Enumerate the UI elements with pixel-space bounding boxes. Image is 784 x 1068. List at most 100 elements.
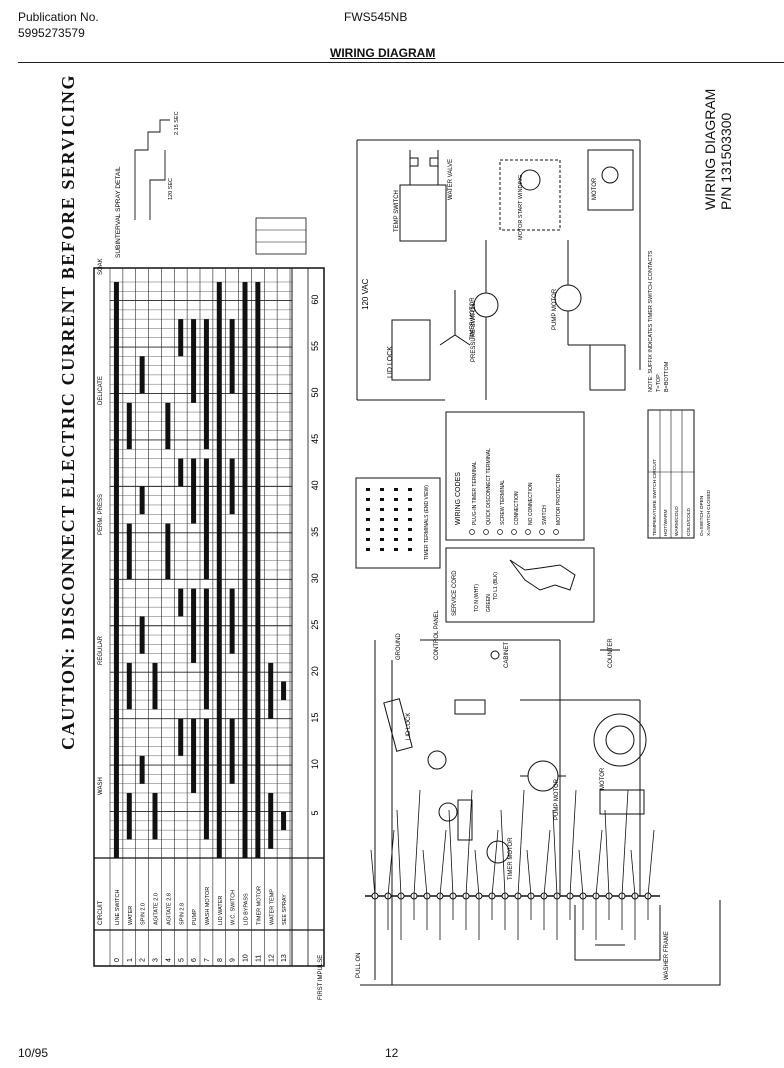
publication-label: Publication No. <box>18 10 99 24</box>
chart-on-bar <box>203 588 209 710</box>
service-cord-title: SERVICE CORD <box>452 570 458 616</box>
timer-terminal-pin <box>380 518 384 521</box>
pictorial-labels: GROUND CONTROL PANEL COUNTER CABINET LID… <box>356 609 670 980</box>
harness-lead <box>465 789 473 897</box>
chart-tick-label: 45 <box>310 434 320 444</box>
timer-terminals-box: TIMER TERMINALS (END VIEW) <box>355 477 441 569</box>
chart-on-bar <box>255 282 261 858</box>
chart-column-header: PERM. PRESS <box>98 494 104 535</box>
chart-on-bar <box>281 681 287 701</box>
chart-on-bar <box>139 486 145 515</box>
chart-on-bar <box>229 458 235 515</box>
first-impulse-label: FIRST IMPULSE <box>318 955 324 1000</box>
chart-on-bar <box>191 718 197 793</box>
chart-on-bar <box>152 792 158 840</box>
note-bottom: B=BOTTOM <box>664 361 670 392</box>
chart-tick-label: 10 <box>310 759 320 769</box>
chart-row-label: LID BYPASS <box>244 893 250 925</box>
note-top: T=TOP <box>656 374 662 392</box>
timer-terminal-pin <box>366 498 370 501</box>
wiring-code-symbol <box>553 529 559 535</box>
chart-tick-label: 55 <box>310 341 320 351</box>
timer-terminal-pin <box>408 498 412 501</box>
chart-on-bar <box>216 282 222 858</box>
chart-on-bar <box>139 755 145 784</box>
chart-row-number: 3 <box>153 958 160 962</box>
chart-on-bar <box>165 523 171 580</box>
timer-terminal-pin <box>394 488 398 491</box>
wiring-code-item: QUICK DISCONNECT TERMINAL <box>486 448 492 525</box>
chart-row-label: AGITATE 2.8 <box>166 893 172 925</box>
chart-tick-label: 50 <box>310 387 320 397</box>
chart-row-number: 7 <box>204 958 211 962</box>
chart-row-label: WASH MOTOR <box>205 887 211 925</box>
harness-lead <box>422 849 428 897</box>
chart-row-label: SEE SPRAY <box>282 894 288 925</box>
timer-terminal-pin <box>394 518 398 521</box>
chart-row-number: 11 <box>255 955 262 962</box>
chart-on-bar <box>281 811 287 831</box>
timer-terminal-pin <box>366 528 370 531</box>
harness-lead <box>500 809 506 897</box>
pictorial-wiring <box>360 639 721 986</box>
harness-lead <box>370 849 376 897</box>
harness-lead <box>413 789 421 897</box>
chart-column-header: DELICATE <box>98 376 104 405</box>
chart-tick-label: 30 <box>310 573 320 583</box>
harness-lead <box>517 789 525 897</box>
chart-on-bar <box>126 402 132 450</box>
timer-terminal-pin <box>380 498 384 501</box>
chart-on-bar <box>178 588 184 617</box>
chart-on-bar <box>126 792 132 840</box>
harness-lead <box>552 809 558 897</box>
chart-row-number: 12 <box>268 954 275 962</box>
temp-row-2: WARM/COLD <box>674 506 680 536</box>
chart-row-number: 1 <box>127 958 134 962</box>
chart-on-bar <box>178 458 184 487</box>
wiring-code-symbol <box>469 529 475 535</box>
chart-row-number: 6 <box>191 958 198 962</box>
harness-lead <box>526 849 532 897</box>
wiring-code-item: CONNECTION <box>514 491 520 525</box>
spray-c-label: 2.15 SEC <box>174 111 180 135</box>
temp-legend-open: O=SWITCH OPEN <box>699 495 705 536</box>
chart-row-label: WATER <box>128 906 134 925</box>
chart-on-bar <box>126 523 132 580</box>
chart-column-header: SOAK <box>98 258 104 275</box>
ladder-schematic <box>356 139 641 401</box>
chart-row-number: 0 <box>114 958 121 962</box>
temp-row-3: COLD/COLD <box>686 507 692 536</box>
counter-label: COUNTER <box>608 638 614 668</box>
harness-lead <box>569 789 577 897</box>
timer-terminal-pin <box>408 508 412 511</box>
chart-row-label: AGITATE 2.0 <box>154 893 160 925</box>
chart-on-bar <box>242 282 248 858</box>
supply-label: 120 VAC <box>361 278 370 310</box>
motor-lower-label: MOTOR <box>600 767 606 790</box>
harness-lead <box>578 849 584 897</box>
chart-on-bar <box>191 588 197 663</box>
timer-terminal-pin <box>380 548 384 551</box>
temp-switch-label: TEMP SWITCH <box>394 190 400 232</box>
chart-tick-label: 35 <box>310 527 320 537</box>
harness-lead <box>387 829 395 897</box>
service-cord-box: SERVICE CORD TO L1 (BLK) TO N (WHT) GREE… <box>445 547 595 623</box>
harness-lead <box>604 809 610 897</box>
wiring-code-symbol <box>483 529 489 535</box>
chart-row-number: 4 <box>165 958 172 962</box>
schematic-note: NOTE: SUFFIX INDICATES TIMER SWITCH CONT… <box>648 250 654 392</box>
chart-on-bar <box>229 718 235 784</box>
lid-lock-lower-label: LID LOCK <box>406 713 412 740</box>
harness-lead <box>439 829 447 897</box>
chart-on-bar <box>191 319 197 403</box>
harness-lead <box>647 829 655 897</box>
chart-on-bar <box>203 718 209 840</box>
spray-detail-title: SUBINTERVAL SPRAY DETAIL <box>115 166 122 258</box>
timer-terminal-pin <box>366 538 370 541</box>
header-rule <box>18 62 784 63</box>
timer-terminal-pin <box>380 508 384 511</box>
timer-motor-label: TIMER MOTOR <box>470 297 476 340</box>
timer-terminal-pin <box>380 538 384 541</box>
pump-motor-label: PUMP MOTOR <box>552 288 558 330</box>
